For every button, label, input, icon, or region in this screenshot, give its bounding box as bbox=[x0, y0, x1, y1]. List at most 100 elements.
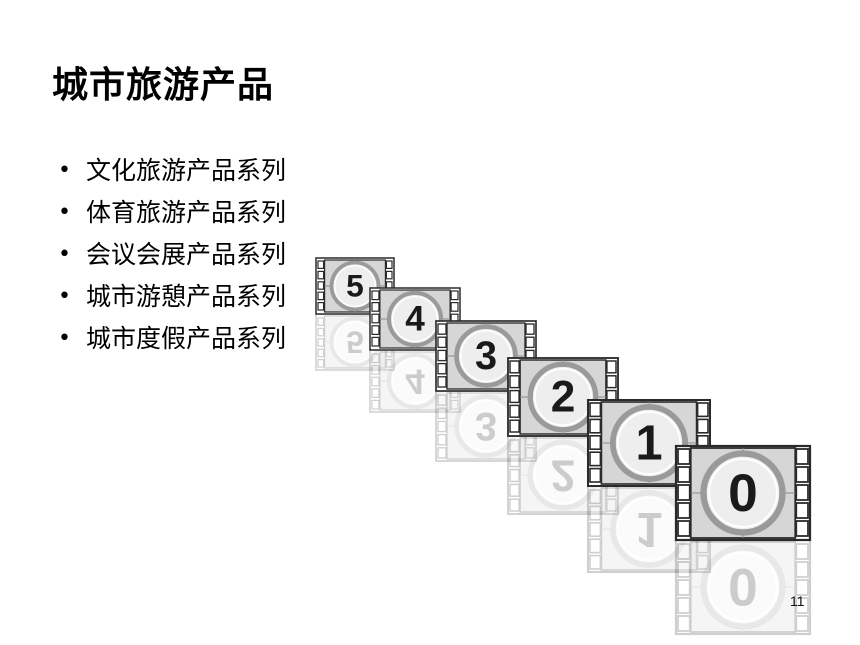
sprocket-hole bbox=[696, 402, 709, 418]
bullet-dot: • bbox=[58, 200, 71, 225]
list-item-text: 城市度假产品系列 bbox=[86, 324, 287, 353]
sprocket-hole bbox=[437, 336, 447, 349]
sprocket-hole bbox=[371, 325, 380, 335]
sprocket-hole bbox=[795, 520, 809, 537]
list-item: •体育旅游产品系列 bbox=[58, 192, 286, 234]
countdown-digit: 1 bbox=[635, 416, 662, 470]
sprocket-hole bbox=[317, 348, 325, 358]
sprocket-hole bbox=[371, 353, 380, 364]
countdown-digit: 1 bbox=[635, 502, 662, 556]
countdown-digit: 2 bbox=[551, 450, 576, 499]
sprocket-hole bbox=[589, 489, 602, 505]
sprocket-hole bbox=[795, 502, 809, 519]
sprocket-hole bbox=[385, 270, 393, 280]
sprocket-hole bbox=[606, 498, 617, 512]
sprocket-hole bbox=[795, 615, 809, 632]
sprocket-hole bbox=[677, 520, 691, 537]
sprocket-hole bbox=[509, 404, 520, 418]
countdown-ring-highlight bbox=[391, 295, 439, 343]
countdown-ring bbox=[329, 260, 381, 312]
bullet-list: •文化旅游产品系列 •体育旅游产品系列 •会议会展产品系列 •城市游憩产品系列 … bbox=[58, 150, 286, 360]
sprocket-hole bbox=[677, 502, 691, 519]
sprocket-hole bbox=[371, 376, 380, 387]
sprocket-hole bbox=[677, 466, 691, 483]
countdown-digit: 3 bbox=[475, 334, 497, 378]
sprocket-hole bbox=[795, 597, 809, 614]
sprocket-hole bbox=[589, 554, 602, 570]
list-item-text: 会议会展产品系列 bbox=[86, 240, 287, 269]
film-frame-5: 5 bbox=[315, 257, 395, 315]
sprocket-hole bbox=[317, 260, 325, 270]
list-item-text: 城市游憩产品系列 bbox=[86, 282, 287, 311]
sprocket-hole bbox=[525, 447, 535, 459]
sprocket-hole bbox=[317, 302, 325, 311]
sprocket-hole bbox=[525, 336, 535, 349]
sprocket-hole bbox=[696, 418, 709, 434]
sprocket-hole bbox=[589, 434, 602, 451]
sprocket-hole bbox=[371, 365, 380, 375]
sprocket-hole bbox=[317, 358, 325, 368]
sprocket-hole bbox=[509, 389, 520, 404]
bullet-dot: • bbox=[58, 326, 71, 351]
sprocket-hole bbox=[795, 448, 809, 465]
sprocket-hole bbox=[437, 447, 447, 459]
sprocket-hole bbox=[509, 360, 520, 374]
sprocket-hole bbox=[509, 454, 520, 468]
sprocket-hole bbox=[677, 561, 691, 578]
countdown-digit: 4 bbox=[405, 300, 425, 339]
sprocket-hole bbox=[437, 433, 447, 446]
sprocket-hole bbox=[371, 388, 380, 398]
sprocket-hole bbox=[795, 561, 809, 578]
countdown-ring bbox=[700, 450, 786, 536]
sprocket-hole bbox=[589, 451, 602, 467]
sprocket-hole bbox=[795, 466, 809, 483]
sprocket-hole bbox=[385, 260, 393, 270]
countdown-ring-highlight bbox=[334, 265, 376, 307]
sprocket-hole bbox=[525, 323, 535, 335]
countdown-ring bbox=[700, 544, 786, 630]
bullet-dot: • bbox=[58, 284, 71, 309]
sprocket-hole bbox=[437, 420, 447, 433]
list-item-text: 文化旅游产品系列 bbox=[86, 156, 287, 185]
countdown-digit: 0 bbox=[728, 464, 758, 523]
sprocket-hole bbox=[795, 484, 809, 501]
sprocket-hole bbox=[509, 468, 520, 483]
page-number: 11 bbox=[790, 593, 805, 609]
sprocket-hole bbox=[371, 336, 380, 347]
sprocket-hole bbox=[450, 399, 459, 410]
list-item: • 文化旅游产品系列 bbox=[58, 150, 286, 192]
frame-picture-area bbox=[689, 541, 797, 633]
sprocket-hole bbox=[677, 484, 691, 501]
sprocket-hole bbox=[509, 483, 520, 497]
countdown-digit: 4 bbox=[405, 361, 425, 400]
sprocket-hole bbox=[437, 362, 447, 375]
countdown-digit: 5 bbox=[346, 268, 364, 304]
countdown-ring-highlight bbox=[617, 411, 681, 475]
sprocket-hole bbox=[371, 302, 380, 312]
countdown-ring bbox=[386, 290, 444, 348]
sprocket-hole bbox=[371, 399, 380, 410]
list-item: • 城市度假产品系列 bbox=[58, 318, 286, 360]
frame-reflection: 0 bbox=[674, 538, 812, 636]
sprocket-hole bbox=[795, 543, 809, 560]
bullet-dot: • bbox=[58, 158, 71, 183]
sprocket-hole bbox=[696, 554, 709, 570]
sprocket-hole bbox=[509, 375, 520, 389]
sprocket-hole bbox=[317, 327, 325, 337]
sprocket-hole bbox=[677, 615, 691, 632]
sprocket-hole bbox=[371, 290, 380, 301]
bullet-dot: • bbox=[58, 242, 71, 267]
sprocket-hole bbox=[317, 338, 325, 347]
sprocket-hole bbox=[317, 317, 325, 326]
countdown-ring-highlight bbox=[708, 552, 778, 622]
sprocket-hole bbox=[589, 418, 602, 434]
sprocket-hole bbox=[437, 394, 447, 406]
sprocket-hole bbox=[795, 579, 809, 596]
sprocket-hole bbox=[677, 448, 691, 465]
sprocket-hole bbox=[437, 407, 447, 420]
countdown-ring bbox=[527, 361, 599, 433]
countdown-ring bbox=[454, 324, 518, 388]
film-frame-0: 0 bbox=[674, 444, 812, 542]
